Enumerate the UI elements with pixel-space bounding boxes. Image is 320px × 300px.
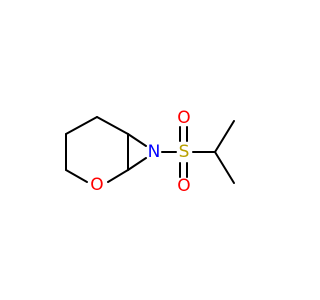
bond-ring-1 <box>96 116 129 135</box>
bond-ring-5 <box>107 169 129 183</box>
atom-label-ring-oxygen: O <box>90 175 103 195</box>
bond-c-methyl-down <box>214 151 235 184</box>
molecule-structure-diagram: N O S O O <box>65 108 235 196</box>
bond-ring-2 <box>65 116 98 135</box>
atom-label-sulfonyl-oxygen-top: O <box>177 108 190 128</box>
bond-group <box>65 116 235 184</box>
atom-label-group: N O S O O <box>90 108 190 196</box>
bond-ring-4 <box>65 169 88 183</box>
atom-label-n: N <box>148 142 161 162</box>
bond-aziridine-1 <box>127 133 147 147</box>
atom-label-sulfonyl-oxygen-bottom: O <box>177 176 190 196</box>
atom-label-sulfur: S <box>179 142 190 162</box>
bond-c-methyl-up <box>214 120 235 153</box>
bond-aziridine-2 <box>127 157 147 171</box>
